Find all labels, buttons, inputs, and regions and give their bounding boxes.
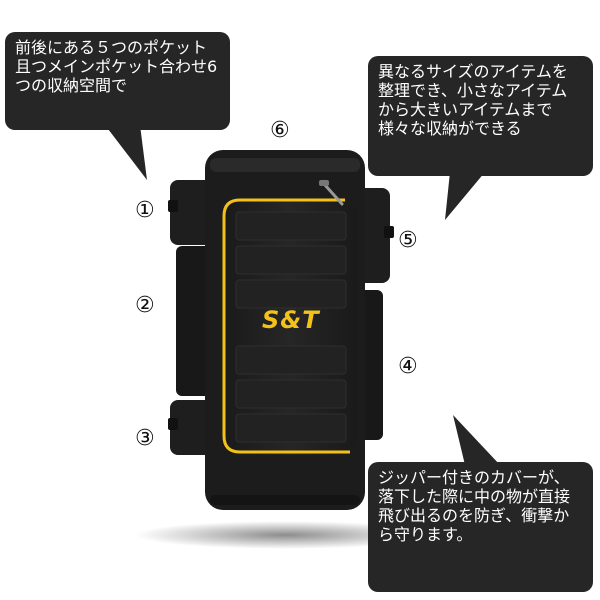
callout-zipper-cover-text: ジッパー付きのカバーが、落下した際に中の物が直接飛び出るのを防ぎ、衝撃から守りま…: [378, 468, 571, 544]
floor-shadow: [135, 521, 435, 549]
marker-2: ②: [135, 293, 155, 318]
callout-storage-text: 前後にある５つのポケット且つメインポケット合わせ6つの収納空間で: [15, 38, 218, 95]
gold-zipper-trim: [222, 198, 350, 454]
marker-5: ⑤: [398, 228, 418, 253]
marker-6: ⑥: [270, 118, 290, 143]
callout-zipper-cover-tail: [453, 415, 500, 465]
callout-storage-tail: [105, 125, 147, 180]
brand-logo: S&T: [262, 306, 320, 334]
marker-3: ③: [135, 426, 155, 451]
callout-organize: 異なるサイズのアイテムを整理でき、小さなアイテムから大きいアイテムまで様々な収納…: [368, 56, 593, 176]
callout-storage: 前後にある５つのポケット且つメインポケット合わせ6つの収納空間で: [5, 32, 230, 130]
callout-organize-text: 異なるサイズのアイテムを整理でき、小さなアイテムから大きいアイテムまで様々な収納…: [378, 62, 568, 138]
marker-1: ①: [135, 198, 155, 223]
callout-organize-tail: [445, 172, 485, 220]
marker-4: ④: [398, 354, 418, 379]
callout-zipper-cover: ジッパー付きのカバーが、落下した際に中の物が直接飛び出るのを防ぎ、衝撃から守りま…: [368, 462, 593, 592]
panel-ribs: [235, 211, 347, 443]
zipper-pull: [319, 180, 344, 206]
